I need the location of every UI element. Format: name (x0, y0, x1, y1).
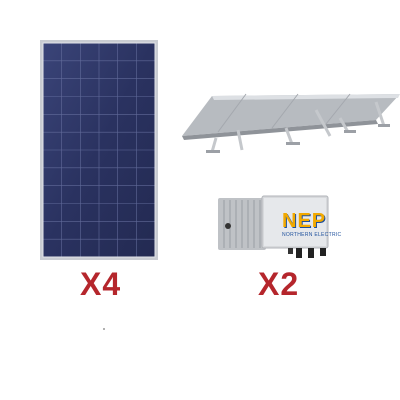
micro-inverter-image (218, 195, 329, 258)
solar-panel-image (40, 40, 158, 260)
roof-mount-rack-image (182, 93, 400, 153)
inverter-brand-logo: NEP (282, 210, 327, 232)
inverter-quantity-label: X2 (258, 266, 300, 302)
inverter-brand-subtitle: NORTHERN ELECTRIC (282, 232, 342, 238)
panel-quantity-label: X4 (80, 266, 122, 302)
stray-dot (103, 328, 105, 330)
